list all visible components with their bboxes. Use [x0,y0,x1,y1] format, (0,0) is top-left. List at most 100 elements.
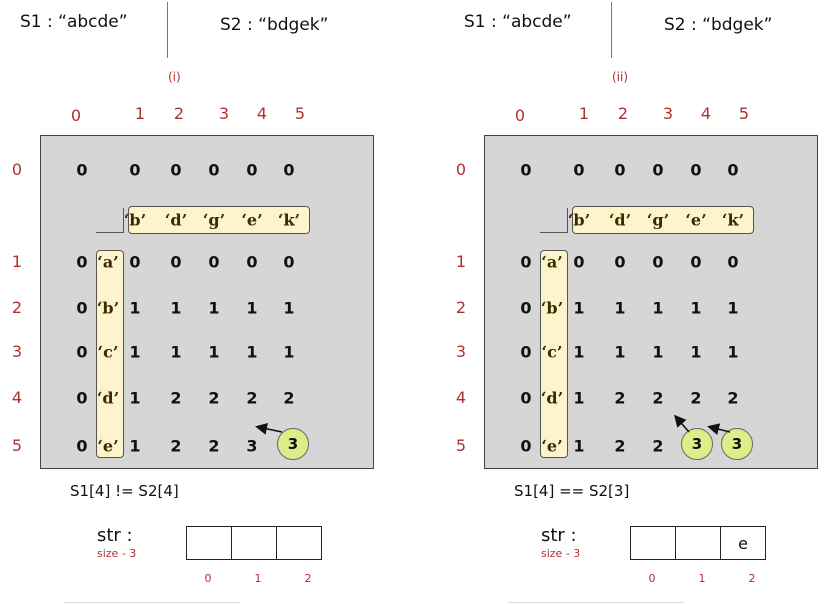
row-index: 1 [455,252,467,271]
table-cell: 0 [573,252,585,272]
bottom-rule [64,602,240,603]
str-cell: e [738,533,748,553]
table-cell: 1 [614,342,626,362]
result-string-array: e [630,526,766,560]
str-cell [187,527,232,559]
table-cell: 1 [246,298,258,318]
column-index: 0 [70,106,82,125]
str-label: str : [541,525,577,546]
row-index: 2 [455,298,467,317]
s2-char: ‘k’ [277,210,301,230]
row-index: 1 [11,252,23,271]
table-cell: 1 [170,342,182,362]
table-cell: 1 [690,342,702,362]
table-cell: 0 [283,252,295,272]
str-index: 2 [304,572,312,585]
table-cell: 2 [283,388,295,408]
table-cell: 1 [573,388,585,408]
table-cell: 0 [520,160,532,180]
table-cell: 0 [208,252,220,272]
table-cell: 0 [614,160,626,180]
row-index: 4 [11,388,23,407]
bottom-rule [508,602,684,603]
row-index: 0 [455,160,467,179]
s1-label: S1 : “abcde” [464,12,572,32]
column-index: 3 [662,104,674,123]
str-index: 1 [254,572,262,585]
s2-chars-highlight [572,206,754,234]
table-corner-stem [123,208,124,232]
table-cell: 0 [246,252,258,272]
s2-char: ‘d’ [608,210,632,230]
step-label: (i) [168,70,181,84]
column-index: 3 [218,104,230,123]
table-cell: 2 [690,388,702,408]
table-cell: 0 [170,160,182,180]
table-cell: 0 [652,160,664,180]
table-cell: 1 [652,298,664,318]
s1-label: S1 : “abcde” [20,12,128,32]
table-cell: 1 [614,298,626,318]
trace-arrow [255,422,283,435]
header-divider [167,2,168,58]
str-size-label: size - 3 [97,547,137,560]
s2-label: S2 : “bdgek” [220,15,329,35]
row-index: 5 [455,436,467,455]
s1-char: ‘c’ [97,342,119,362]
dp-table-background [40,135,374,469]
dp-table-background [484,135,818,469]
s2-char: ‘g’ [646,210,670,230]
table-cell: 2 [652,388,664,408]
s2-char: ‘e’ [241,210,263,230]
table-cell: 1 [246,342,258,362]
table-cell: 1 [129,388,141,408]
highlighted-cell: 3 [721,428,753,460]
column-index: 5 [738,104,750,123]
table-cell: 1 [283,342,295,362]
table-cell: 0 [727,252,739,272]
table-cell: 0 [76,342,88,362]
table-cell: 1 [208,298,220,318]
s2-label: S2 : “bdgek” [664,15,773,35]
str-index: 2 [748,572,756,585]
trace-arrows [255,422,283,435]
table-cell: 1 [727,298,739,318]
s1-char: ‘c’ [541,342,563,362]
table-cell: 0 [690,252,702,272]
table-cell: 0 [76,160,88,180]
table-cell: 0 [129,160,141,180]
header-divider [611,2,612,58]
table-corner-stem [567,208,568,232]
row-index: 0 [11,160,23,179]
trace-arrow [707,423,731,436]
row-index: 5 [11,436,23,455]
table-cell: 2 [170,388,182,408]
table-cell: 0 [573,160,585,180]
table-cell: 3 [246,436,258,456]
str-label: str : [97,525,133,546]
s2-char: ‘b’ [567,210,591,230]
table-cell: 0 [520,388,532,408]
table-cell: 0 [129,252,141,272]
table-cell: 1 [129,342,141,362]
table-cell: 0 [170,252,182,272]
table-cell: 0 [283,160,295,180]
s1-chars-highlight [540,250,568,458]
s1-char: ‘a’ [541,252,563,272]
table-cell: 0 [727,160,739,180]
s2-chars-highlight [128,206,310,234]
result-string-array [186,526,322,560]
table-cell: 1 [727,342,739,362]
column-index: 4 [700,104,712,123]
column-index: 4 [256,104,268,123]
row-index: 2 [11,298,23,317]
highlighted-cell: 3 [277,428,309,460]
table-cell: 0 [76,388,88,408]
table-cell: 0 [76,436,88,456]
table-cell: 0 [76,298,88,318]
s1-char: ‘e’ [97,436,119,456]
str-size-label: size - 3 [541,547,581,560]
table-cell: 2 [614,436,626,456]
column-index: 1 [134,104,146,123]
